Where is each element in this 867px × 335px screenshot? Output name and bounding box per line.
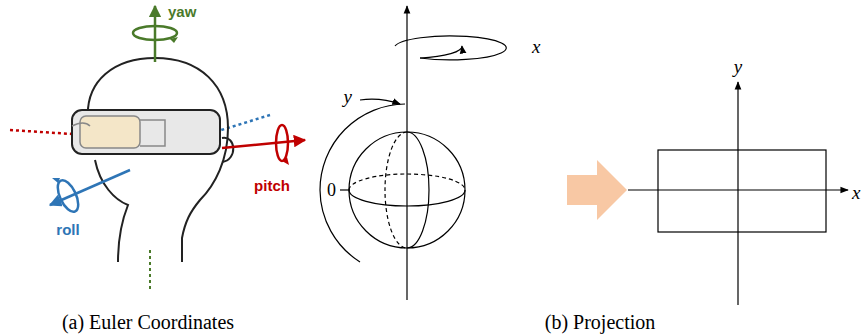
pitch-axis	[222, 125, 305, 165]
axis-label: yaw	[168, 4, 196, 19]
subfigure-caption: (b) Projection	[545, 312, 656, 332]
head-illustration	[10, 58, 270, 292]
axis-label: x	[852, 183, 860, 202]
projection-plane	[628, 82, 848, 305]
sphere-illustration	[320, 6, 506, 300]
subfigure-caption: (a) Euler Coordinates	[62, 312, 234, 332]
roll-axis	[50, 170, 130, 215]
axis-label: y	[734, 57, 742, 76]
tick-label: 0	[327, 181, 336, 199]
projection-arrow	[567, 160, 627, 220]
axis-label: pitch	[254, 178, 290, 193]
axis-label: y	[344, 87, 352, 106]
axis-label: roll	[56, 222, 79, 237]
axis-label: x	[532, 37, 540, 56]
